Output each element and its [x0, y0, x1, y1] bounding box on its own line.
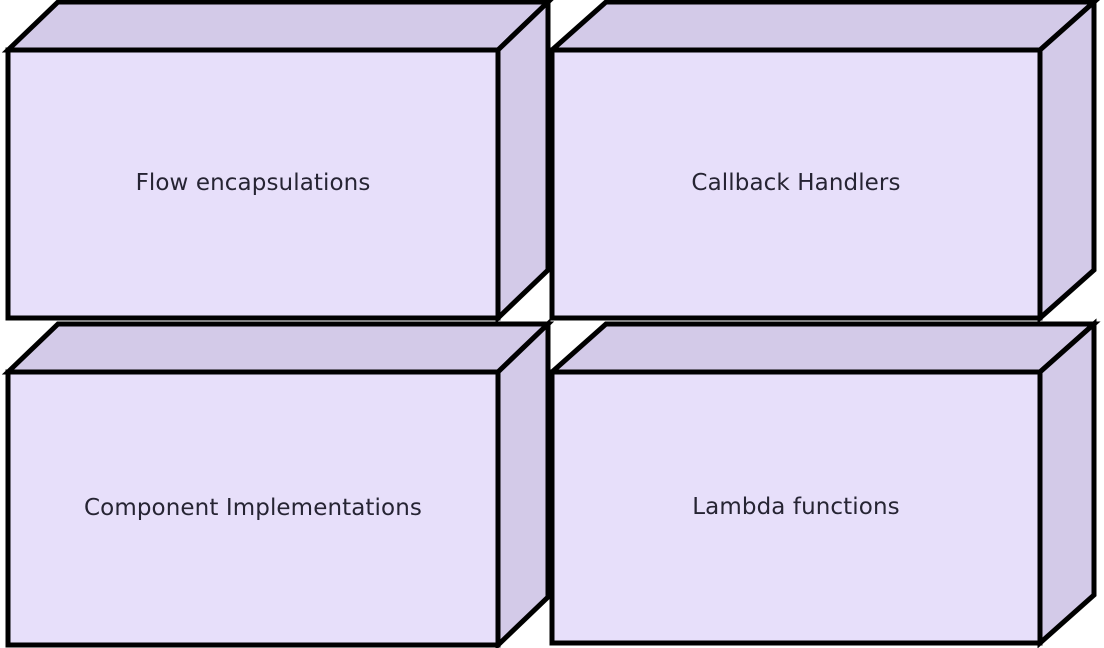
box-flow-encapsulations[interactable] [1, 0, 554, 324]
box-lambda-functions[interactable] [545, 318, 1101, 648]
box-front-face [5, 369, 501, 648]
box-side-face [495, 0, 551, 324]
box-side-face [495, 318, 551, 648]
box-top-face [1, 321, 555, 375]
box-front-face [549, 369, 1043, 646]
box-top-face [1, 0, 554, 53]
box-side-face [1037, 0, 1097, 324]
box-front-face [5, 47, 501, 321]
box-front-face [549, 47, 1043, 321]
box-top-face [545, 321, 1101, 375]
box-side-face [1037, 318, 1097, 648]
box-component-implementations[interactable] [1, 318, 555, 648]
box-callback-handlers[interactable] [545, 0, 1101, 324]
box-top-face [545, 0, 1101, 53]
